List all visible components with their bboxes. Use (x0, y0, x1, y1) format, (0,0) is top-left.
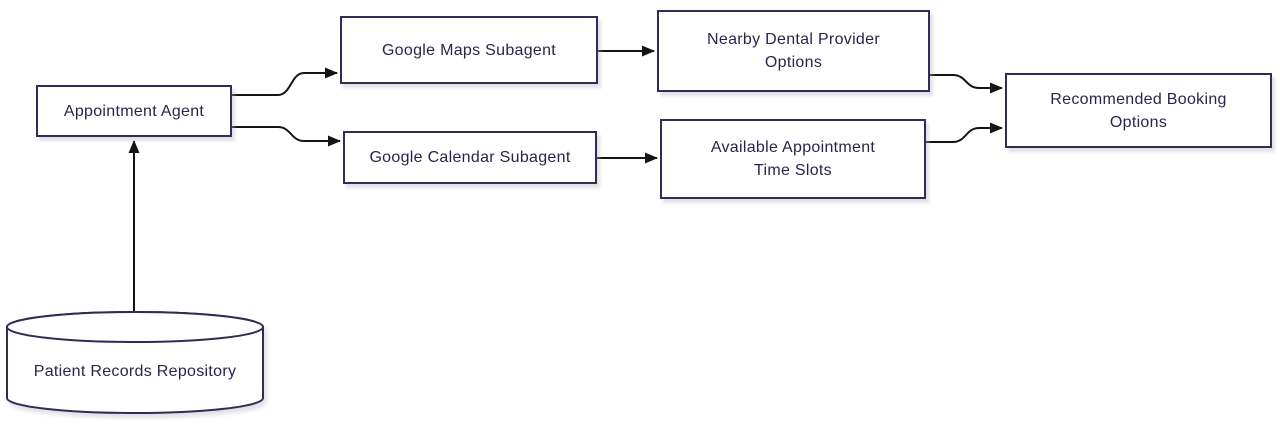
node-google-calendar-subagent: Google Calendar Subagent (343, 131, 597, 184)
node-appointment-agent: Appointment Agent (36, 85, 232, 137)
edge-agent-to-calendar (232, 126, 341, 147)
node-google-maps-subagent: Google Maps Subagent (340, 16, 598, 84)
edge-agent-to-maps (232, 67, 338, 96)
node-recommended-booking-options-label: Recommended Booking Options (1050, 90, 1227, 131)
edge-nearby-to-recommended (930, 74, 1003, 94)
edge-slots-to-recommended (926, 122, 1003, 143)
node-google-maps-subagent-label: Google Maps Subagent (381, 41, 557, 59)
node-nearby-dental-provider-options-label: Nearby Dental Provider Options (707, 31, 880, 71)
node-appointment-agent-label: Appointment Agent (63, 102, 205, 120)
node-recommended-booking-options: Recommended Booking Options (1005, 73, 1272, 148)
node-patient-records-repository-label: Patient Records Repository (33, 363, 237, 380)
cylinder-patient-records (6, 311, 264, 414)
node-available-appointment-time-slots-label: Available Appointment Time Slots (710, 139, 876, 179)
node-google-calendar-subagent-label: Google Calendar Subagent (369, 149, 571, 166)
node-available-appointment-time-slots: Available Appointment Time Slots (660, 119, 926, 199)
node-nearby-dental-provider-options: Nearby Dental Provider Options (657, 10, 930, 92)
